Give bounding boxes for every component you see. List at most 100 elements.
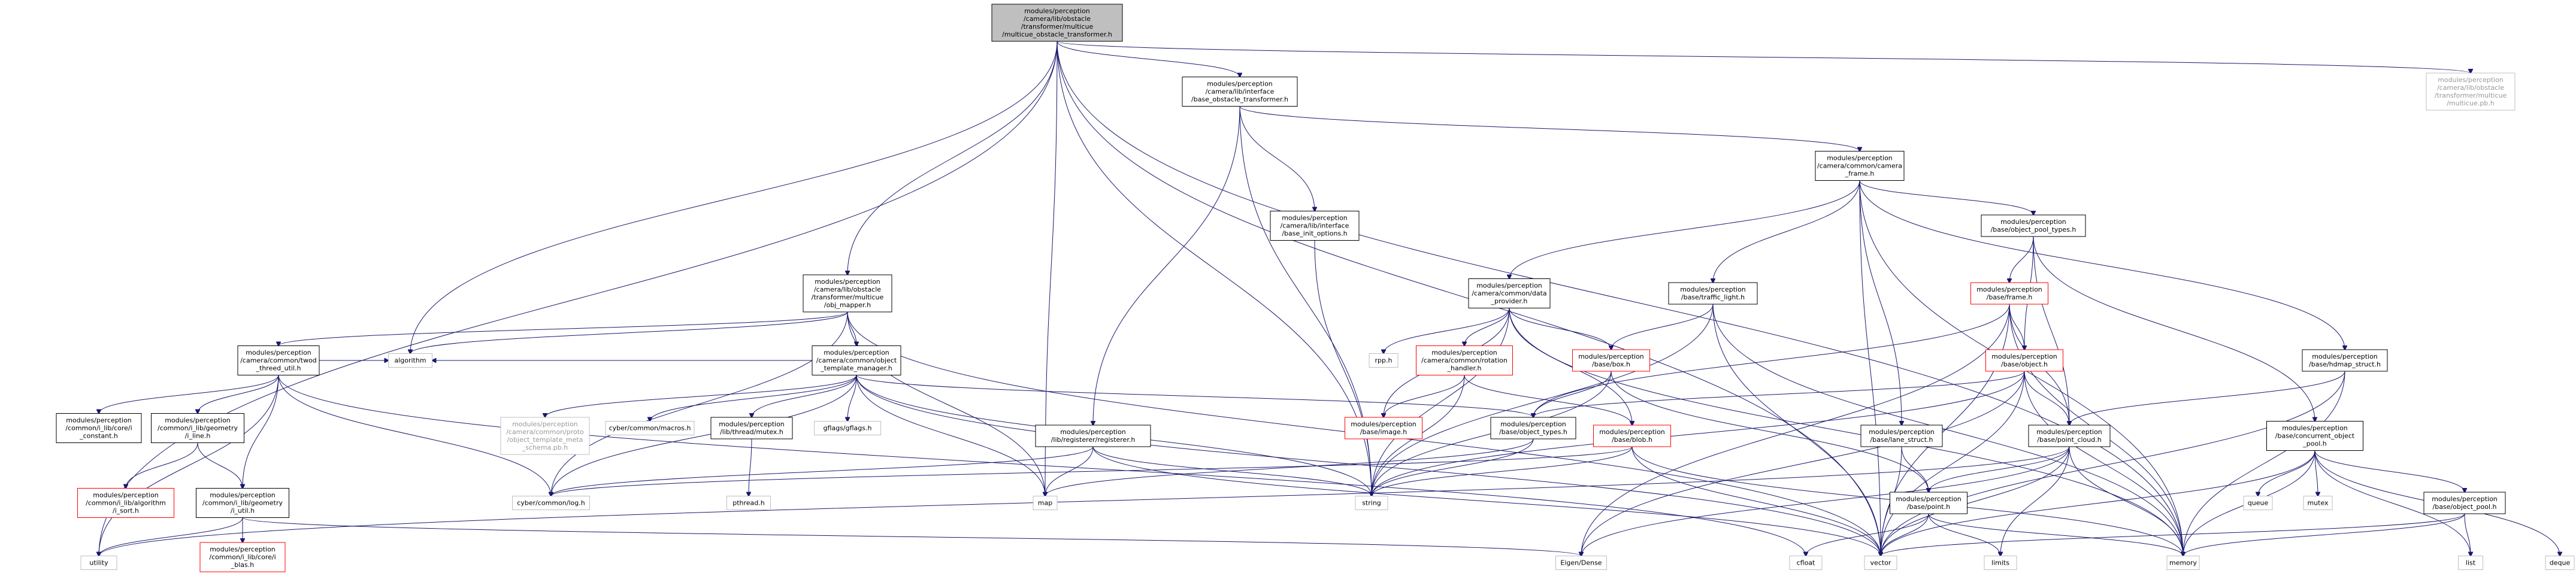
- node-twod-threed-util[interactable]: modules/perception/camera/common/twod_th…: [237, 345, 320, 375]
- edge-base-frame-to-eigen: [1581, 304, 2010, 556]
- node-base-image[interactable]: modules/perception/base/image.h: [1345, 417, 1422, 439]
- edge-point-cloud-to-vector: [1881, 446, 2070, 556]
- node-base-obstacle-transformer[interactable]: modules/perception/camera/lib/interface/…: [1182, 77, 1298, 107]
- node-label-line: /transformer/multicue: [1021, 23, 1094, 31]
- node-camera-frame[interactable]: modules/perception/camera/common/camera_…: [1815, 151, 1905, 181]
- edge-camera-frame-to-data-provider: [1509, 180, 1860, 279]
- edge-root-to-map: [1045, 41, 1058, 496]
- edge-concurrent-object-pool-to-mutex: [2314, 450, 2318, 496]
- node-label-line: modules/perception: [2036, 428, 2102, 436]
- node-label-line: modules/perception: [824, 349, 889, 357]
- node-box: [1355, 496, 1388, 510]
- node-label-line: modules/perception: [1991, 353, 2057, 360]
- edge-object-template-manager-to-vector: [856, 375, 1881, 556]
- node-point-cloud[interactable]: modules/perception/base/point_cloud.h: [2028, 425, 2111, 447]
- node-label-line: modules/perception: [1869, 428, 1935, 436]
- edge-base-object-to-memory: [2024, 371, 2183, 556]
- node-thread-mutex[interactable]: modules/perception/lib/thread/mutex.h: [710, 417, 793, 439]
- node-label-line: /base/image.h: [1360, 428, 1407, 436]
- edge-traffic-light-to-memory: [1712, 304, 2183, 556]
- node-label-line: modules/perception: [246, 349, 311, 357]
- node-root[interactable]: modules/perception/camera/lib/obstacle/t…: [991, 4, 1123, 42]
- node-object-pool[interactable]: modules/perception/base/object_pool.h: [2423, 492, 2506, 514]
- node-label-line: modules/perception: [2282, 425, 2348, 432]
- node-box: [605, 421, 695, 435]
- node-label-line: modules/perception: [1599, 428, 1665, 436]
- node-registerer[interactable]: modules/perception/lib/registerer/regist…: [1035, 425, 1151, 447]
- edge-object-template-manager-to-gflags: [847, 375, 857, 422]
- node-label-line: /camera/lib/interface: [1281, 222, 1349, 230]
- edge-root-to-base-obstacle-transformer: [1057, 41, 1240, 77]
- edge-point-cloud-to-utility: [99, 446, 2070, 556]
- edge-object-pool-to-list: [2464, 513, 2471, 556]
- node-label-line: algorithm: [394, 357, 426, 365]
- edge-base-init-options-to-string: [1314, 240, 1372, 496]
- node-base-box[interactable]: modules/perception/base/box.h: [1572, 349, 1650, 372]
- node-object-types[interactable]: modules/perception/base/object_types.h: [1490, 417, 1576, 439]
- node-mutex: mutex: [2303, 496, 2333, 510]
- edge-point-cloud-to-limits: [2000, 446, 2070, 556]
- node-label-line: rpp.h: [1375, 357, 1393, 365]
- node-base-object[interactable]: modules/perception/base/object.h: [1985, 349, 2063, 372]
- node-label-line: Eigen/Dense: [1560, 559, 1602, 567]
- node-label-line: limits: [1991, 559, 2009, 567]
- node-label-line: _constant.h: [79, 432, 118, 440]
- node-label-line: /camera/common/proto: [506, 428, 584, 436]
- node-multicue-pb: modules/perception/camera/lib/obstacle/t…: [2426, 72, 2516, 111]
- node-i-constant[interactable]: modules/perception/common/i_lib/core/i_c…: [56, 413, 142, 443]
- edge-base-object-to-string: [1372, 371, 2025, 496]
- edge-i-util-to-utility: [99, 517, 243, 556]
- node-label-line: /lib/thread/mutex.h: [720, 428, 783, 436]
- node-base-point[interactable]: modules/perception/base/point.h: [1890, 492, 1967, 514]
- node-eigen: Eigen/Dense: [1555, 556, 1607, 570]
- node-concurrent-object-pool[interactable]: modules/perception/base/concurrent_objec…: [2266, 421, 2363, 451]
- node-i-util[interactable]: modules/perception/common/i_lib/geometry…: [196, 488, 289, 518]
- node-base-init-options[interactable]: modules/perception/camera/lib/interface/…: [1270, 211, 1360, 241]
- edge-object-pool-types-to-concurrent-object-pool: [2033, 236, 2315, 422]
- node-box: [2266, 421, 2363, 451]
- node-string: string: [1355, 496, 1388, 510]
- edge-object-template-manager-to-object-types: [856, 375, 1533, 418]
- node-object-pool-types[interactable]: modules/perception/base/object_pool_type…: [1981, 214, 2086, 237]
- node-label-line: gflags/gflags.h: [824, 425, 872, 432]
- node-label-line: _provider.h: [1491, 298, 1528, 305]
- node-hdmap-struct[interactable]: modules/perception/base/hdmap_struct.h: [2302, 349, 2388, 372]
- edge-i-line-to-i-sort: [126, 442, 198, 489]
- edge-base-frame-to-object-types: [1533, 304, 2010, 417]
- node-traffic-light[interactable]: modules/perception/base/traffic_light.h: [1668, 282, 1758, 305]
- edge-obj-mapper-to-algorithm: [410, 311, 848, 354]
- edge-hdmap-struct-to-vector: [1881, 371, 2345, 556]
- node-i-line[interactable]: modules/perception/common/i_lib/geometry…: [151, 413, 244, 443]
- edge-lane-struct-to-base-point: [1901, 446, 1929, 492]
- node-lane-struct[interactable]: modules/perception/base/lane_struct.h: [1860, 425, 1943, 447]
- node-label-line: /multicue.pb.h: [2447, 99, 2495, 107]
- node-data-provider[interactable]: modules/perception/camera/common/data_pr…: [1468, 278, 1551, 308]
- node-label-line: modules/perception: [815, 278, 880, 286]
- edge-root-to-multicue-pb: [1057, 41, 2471, 73]
- node-obj-mapper[interactable]: modules/perception/camera/lib/obstacle/t…: [803, 274, 892, 313]
- node-i-blas[interactable]: modules/perception/common/i_lib/core/i_b…: [199, 542, 286, 572]
- node-label-line: /i_line.h: [185, 432, 211, 440]
- node-label-line: _handler.h: [1447, 365, 1482, 372]
- node-base-frame[interactable]: modules/perception/base/frame.h: [1970, 282, 2048, 305]
- node-box: [1416, 345, 1513, 375]
- node-object-template-manager[interactable]: modules/perception/camera/common/object_…: [812, 345, 901, 375]
- node-box: [500, 417, 590, 455]
- edge-traffic-light-to-base-box: [1611, 304, 1714, 350]
- edge-point-cloud-to-memory: [2069, 446, 2183, 556]
- node-label-line: modules/perception: [1680, 286, 1746, 293]
- node-box: [2302, 349, 2388, 372]
- node-label-line: /common/i_lib/algorithm: [86, 499, 166, 507]
- node-label-line: /base/object_types.h: [1499, 428, 1567, 436]
- node-label-line: /base/lane_struct.h: [1870, 436, 1933, 444]
- node-label-line: /base/object.h: [2001, 360, 2048, 368]
- node-blob[interactable]: modules/perception/base/blob.h: [1593, 425, 1671, 447]
- node-label-line: cyber/common/macros.h: [609, 425, 691, 432]
- node-label-line: modules/perception: [512, 420, 578, 428]
- node-box: [56, 413, 142, 443]
- node-box: [2028, 425, 2111, 447]
- node-rotation-handler[interactable]: modules/perception/camera/common/rotatio…: [1416, 345, 1513, 375]
- edge-obj-mapper-to-cyber-log: [551, 311, 848, 496]
- node-label-line: memory: [2169, 559, 2197, 567]
- node-i-sort[interactable]: modules/perception/common/i_lib/algorith…: [77, 488, 174, 518]
